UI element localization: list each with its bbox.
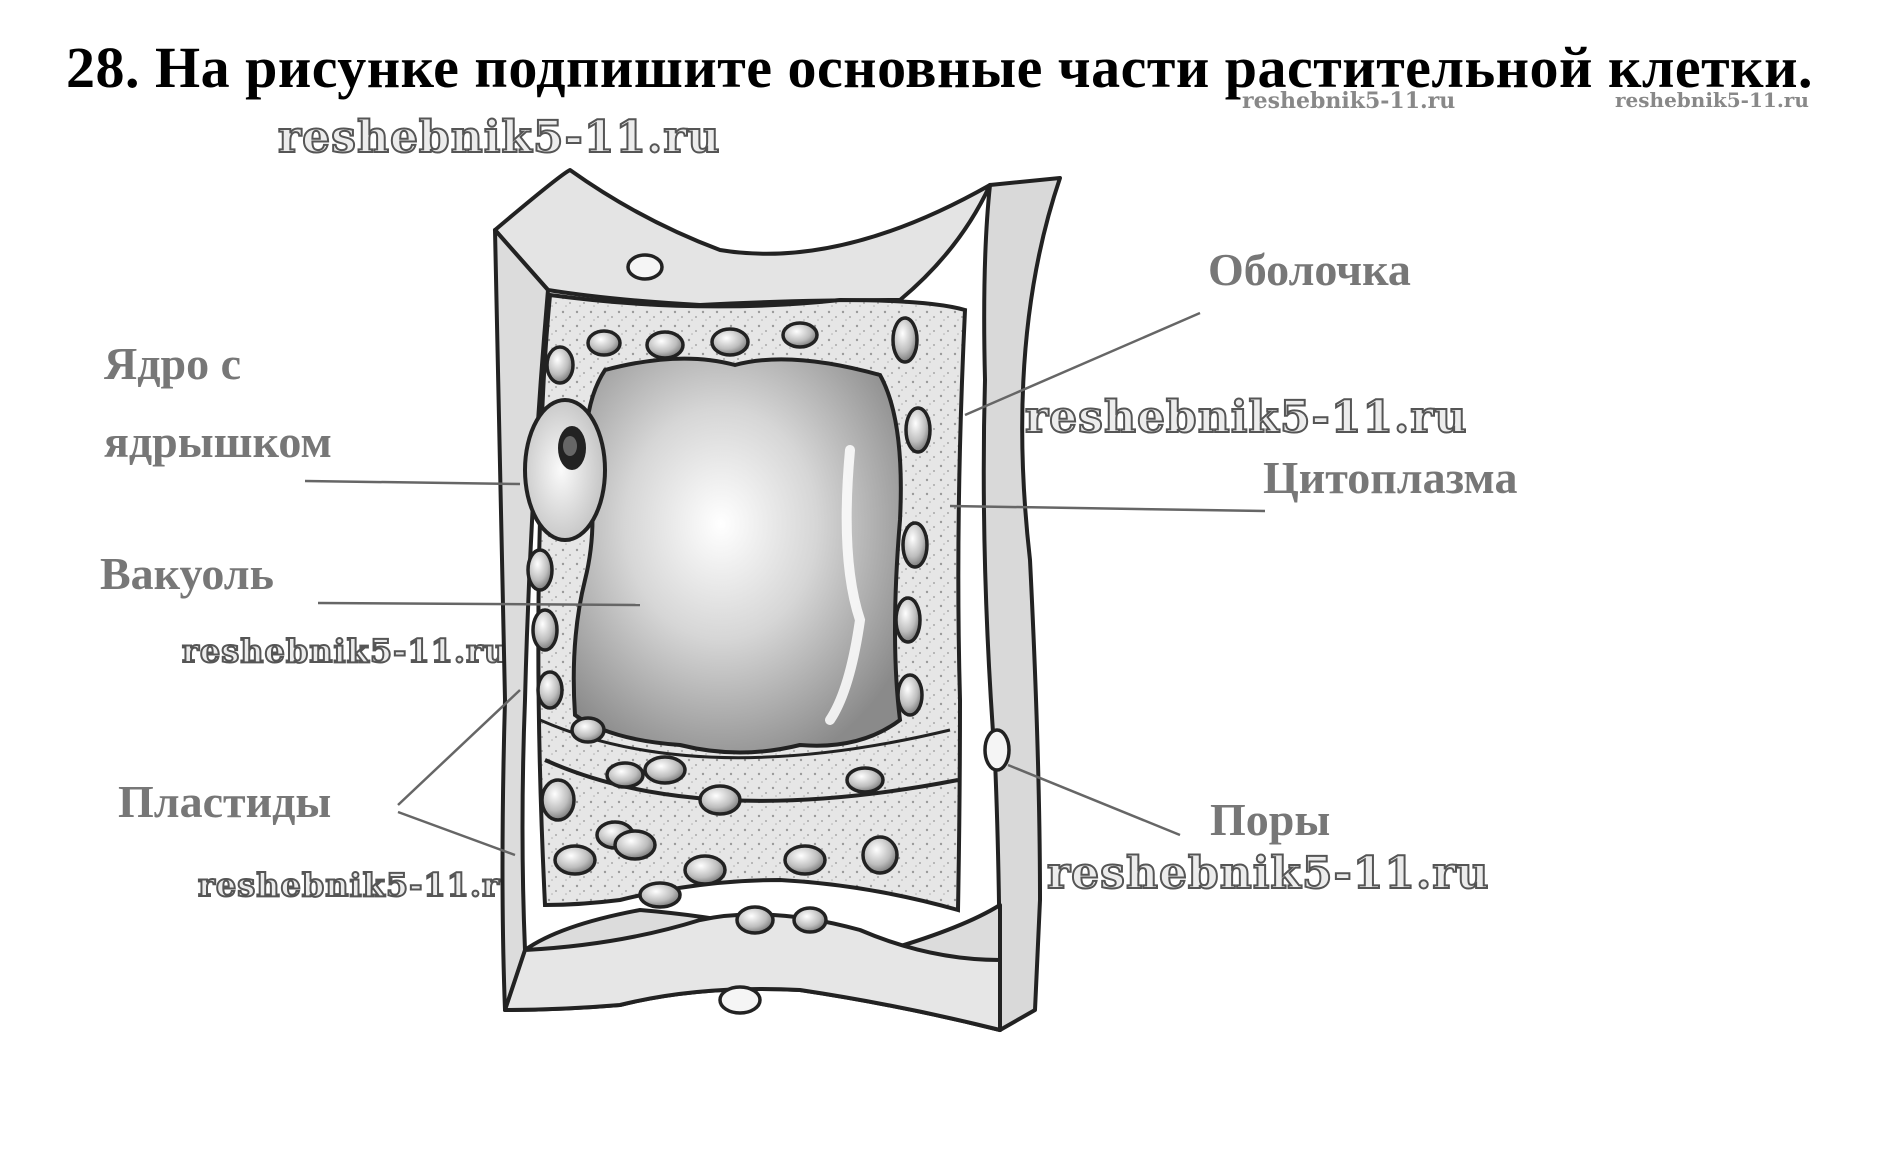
watermark: reshebnik5-11.ru (1046, 847, 1490, 900)
nucleus (523, 398, 607, 542)
pores (626, 253, 1011, 1015)
label-nucleus-line1: Ядро с (104, 338, 241, 389)
leader-line-shell (964, 311, 1201, 417)
label-pores: Поры (1210, 794, 1331, 845)
plastids (526, 316, 932, 935)
page-title: 28. На рисунке подпишите основные части … (66, 35, 1814, 100)
watermark: reshebnik5-11.ru (1615, 88, 1809, 112)
watermark: reshebnik5-11.ru (1024, 391, 1468, 444)
cell-wall (493, 168, 1062, 1032)
leader-line-vacuole (317, 601, 641, 607)
leader-line-nucleus (304, 479, 521, 486)
watermark: reshebnik5-11.ru (277, 111, 721, 164)
leader-line-plastids-upper (397, 689, 521, 806)
watermark: reshebnik5-11.ru (1242, 88, 1456, 114)
label-shell: Оболочка (1208, 244, 1411, 295)
label-plastids: Пластиды (118, 776, 332, 827)
label-cytoplasm: Цитоплазма (1263, 452, 1518, 503)
leader-line-cytoplasm (949, 504, 1266, 513)
watermark: reshebnik5-11.ru (197, 865, 525, 905)
watermark: reshebnik5-11.ru (181, 631, 509, 671)
leader-line-pores (1007, 763, 1181, 837)
leader-lines (304, 311, 1266, 857)
label-vacuole: Вакуоль (100, 548, 274, 599)
vacuole (571, 356, 903, 755)
label-nucleus-line2: ядрышком (104, 416, 332, 467)
leader-line-plastids-lower (397, 810, 516, 857)
